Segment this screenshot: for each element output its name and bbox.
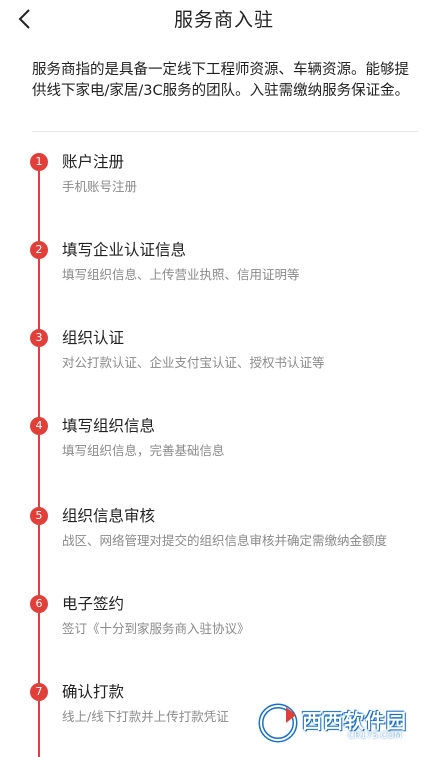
- step-title: 填写组织信息: [62, 417, 156, 435]
- step-item: 5 组织信息审核 战区、网络管理对提交的组织信息审核并确定需缴纳金额度: [0, 507, 448, 567]
- step-number-badge: 7: [30, 683, 48, 701]
- step-description: 战区、网络管理对提交的组织信息审核并确定需缴纳金额度: [62, 533, 388, 548]
- timeline-line: [38, 161, 40, 757]
- step-item: 3 组织认证 对公打款认证、企业支付宝认证、授权书认证等: [0, 329, 448, 389]
- step-number-badge: 5: [30, 507, 48, 525]
- step-title: 填写企业认证信息: [62, 241, 187, 259]
- step-description: 填写组织信息，完善基础信息: [62, 443, 225, 458]
- step-item: 6 电子签约 签订《十分到家服务商入驻协议》: [0, 595, 448, 655]
- back-button[interactable]: [8, 2, 42, 36]
- divider: [32, 131, 418, 132]
- step-description: 对公打款认证、企业支付宝认证、授权书认证等: [62, 355, 325, 370]
- page-title: 服务商入驻: [173, 9, 274, 31]
- watermark-domain: CR173.COM: [348, 731, 402, 741]
- step-description: 手机账号注册: [62, 179, 138, 194]
- step-number-badge: 3: [30, 329, 48, 347]
- step-title: 电子签约: [62, 595, 125, 613]
- step-description: 签订《十分到家服务商入驻协议》: [62, 621, 250, 636]
- step-title: 组织信息审核: [62, 507, 156, 525]
- watermark-brand: 西西软件园: [302, 709, 407, 733]
- step-item: 4 填写组织信息 填写组织信息，完善基础信息: [0, 417, 448, 477]
- intro-text: 服务商指的是具备一定线下工程师资源、车辆资源。能够提供线下家电/家居/3C服务的…: [32, 62, 410, 99]
- step-number-badge: 2: [30, 241, 48, 259]
- step-title: 组织认证: [62, 329, 125, 347]
- step-item: 7 确认打款 线上/线下打款并上传打款凭证: [0, 683, 448, 743]
- step-number-badge: 1: [30, 153, 48, 171]
- step-description: 填写组织信息、上传营业执照、信用证明等: [62, 267, 300, 282]
- step-title: 账户注册: [62, 153, 125, 171]
- step-item: 1 账户注册 手机账号注册: [0, 153, 448, 213]
- watermark: 西西软件园 CR173.COM: [256, 701, 436, 749]
- chevron-left-icon: [18, 9, 30, 29]
- navigation-bar: 服务商入驻: [0, 0, 448, 38]
- step-description: 线上/线下打款并上传打款凭证: [62, 709, 229, 724]
- step-number-badge: 6: [30, 595, 48, 613]
- step-item: 2 填写企业认证信息 填写组织信息、上传营业执照、信用证明等: [0, 241, 448, 301]
- step-title: 确认打款: [62, 683, 125, 701]
- step-number-badge: 4: [30, 417, 48, 435]
- watermark-logo-icon: [258, 703, 298, 743]
